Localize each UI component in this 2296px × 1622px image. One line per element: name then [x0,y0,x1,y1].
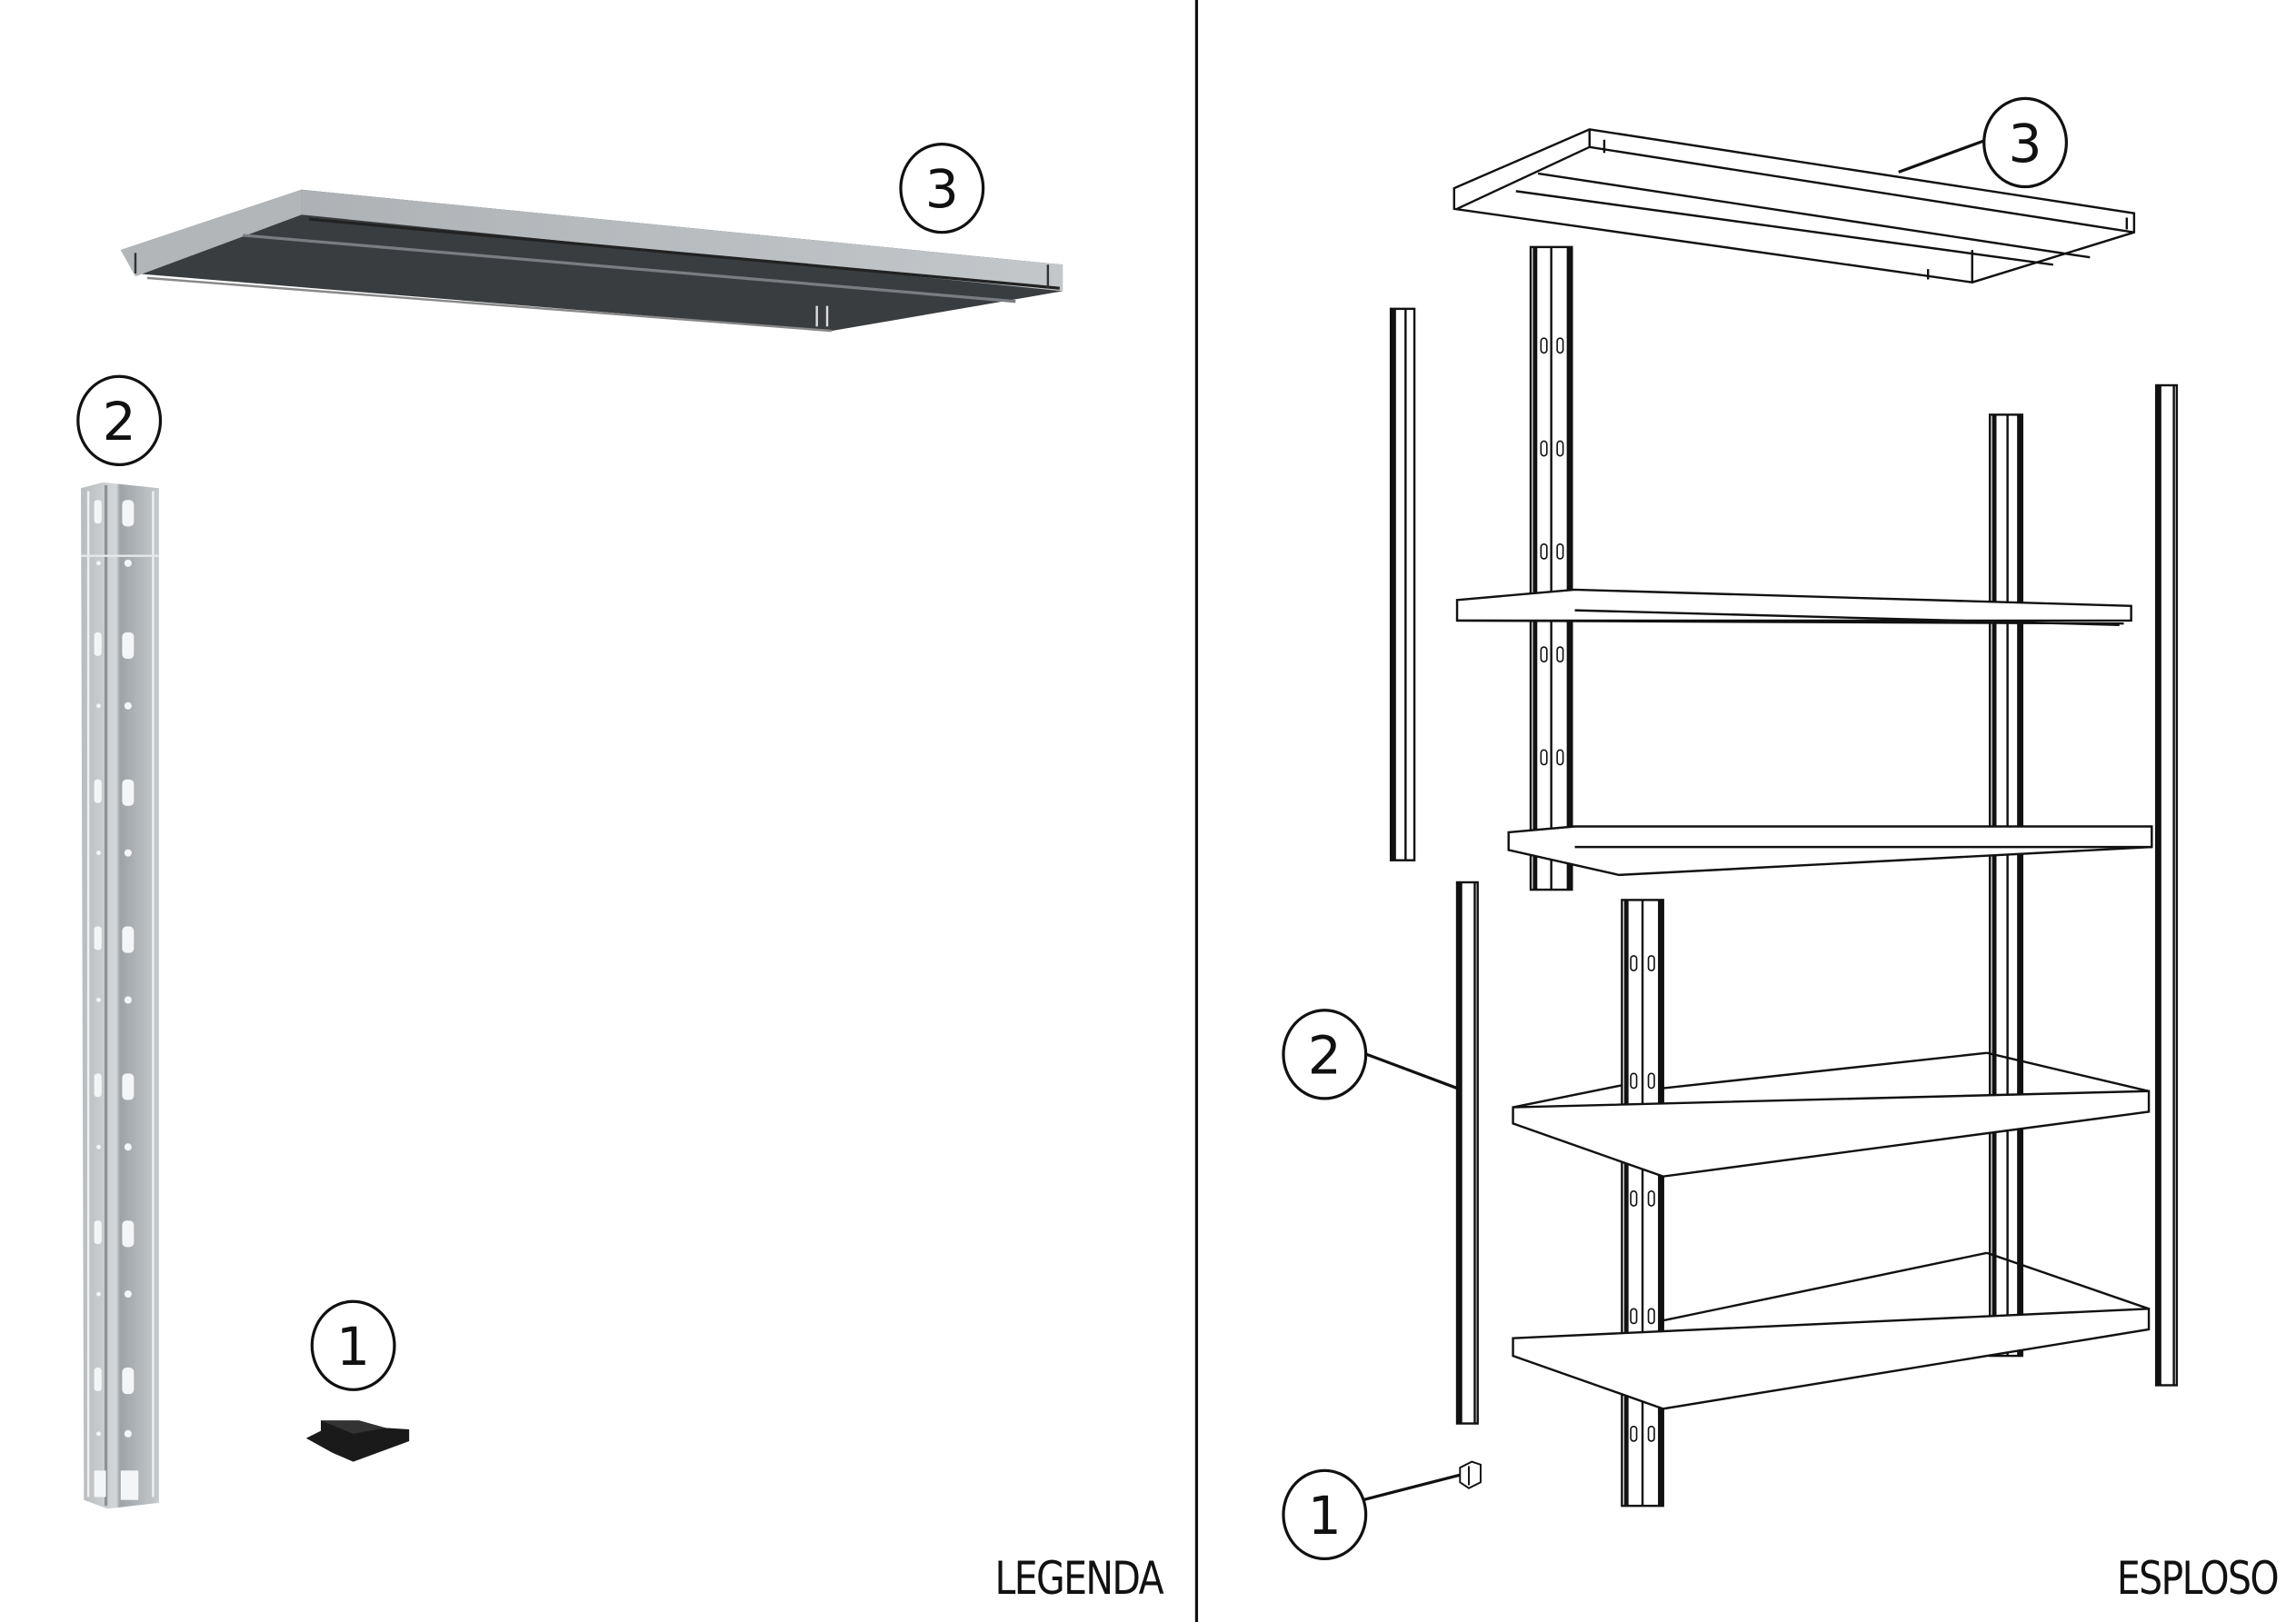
svg-text:1: 1 [336,1316,370,1378]
svg-text:1: 1 [1308,1485,1342,1547]
svg-text:2: 2 [1308,1024,1342,1086]
legend-callout-3: 3 [899,142,985,234]
exploded-callout-2: 2 [1282,1009,1458,1100]
exploded-callout-1: 1 [1282,1468,1461,1561]
legend-panel-title: LEGENDA [994,1552,1163,1605]
svg-text:3: 3 [2009,113,2042,174]
svg-text:3: 3 [925,158,959,220]
legend-callout-1: 1 [310,1299,396,1391]
svg-text:2: 2 [103,391,136,453]
legend-upright-2 [81,482,159,1509]
exploded-uprights [1389,245,2179,1508]
exploded-callout-3: 3 [1898,96,2069,189]
exploded-panel-title: ESPLOSO [2116,1552,2280,1605]
legend-callout-2: 2 [76,374,163,467]
legend-shelf-3 [120,189,1063,333]
upright-slots [1540,337,1655,1442]
legend-foot-cap-1 [305,1420,410,1462]
exploded-foot-cap [1459,1460,1482,1489]
exploded-shelves [1455,588,2153,1410]
exploded-top-shelf [1452,128,2136,284]
